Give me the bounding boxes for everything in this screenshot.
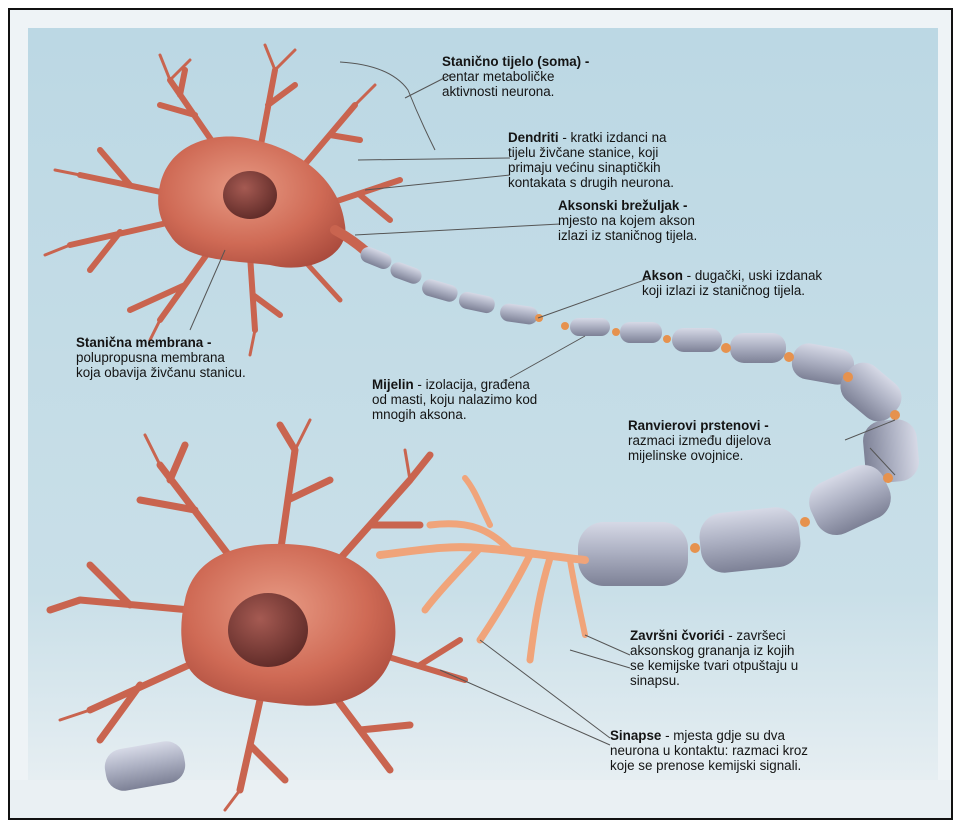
label-brezuljak-line: mjesto na kojem akson [558, 213, 697, 228]
label-dendriti-title: Dendriti [508, 130, 559, 145]
label-brezuljak-title: Aksonski brežuljak [558, 198, 679, 213]
label-brezuljak-sep: - [679, 198, 687, 213]
label-ranvier-line: mijelinske ovojnice. [628, 448, 771, 463]
label-cvorici: Završni čvorići - završeci aksonskog gra… [630, 628, 798, 688]
label-brezuljak-line: izlazi iz staničnog tijela. [558, 228, 697, 243]
label-ranvier: Ranvierovi prstenovi - razmaci između di… [628, 418, 771, 463]
label-soma: Stanično tijelo (soma) - centar metaboli… [442, 54, 589, 99]
label-cvorici-sep: - završeci [725, 628, 786, 643]
label-soma-title: Stanično tijelo (soma) [442, 54, 581, 69]
label-mijelin-sep: - izolacija, građena [414, 377, 530, 392]
label-sinapse: Sinapse - mjesta gdje su dva neurona u k… [610, 728, 808, 773]
label-akson: Akson - dugački, uski izdanak koji izlaz… [642, 268, 822, 298]
label-akson-line: koji izlazi iz staničnog tijela. [642, 283, 822, 298]
label-dendriti-line: tijelu živčane stanice, koji [508, 145, 674, 160]
label-ranvier-line: razmaci između dijelova [628, 433, 771, 448]
label-membrana: Stanična membrana - polupropusna membran… [76, 335, 246, 380]
label-mijelin-line: od masti, koju nalazimo kod [372, 392, 537, 407]
label-akson-title: Akson [642, 268, 683, 283]
label-dendriti: Dendriti - kratki izdanci na tijelu živč… [508, 130, 674, 190]
lower-nucleus [228, 593, 308, 667]
label-ranvier-sep: - [760, 418, 768, 433]
label-dendriti-line: primaju većinu sinaptičkih [508, 160, 674, 175]
label-cvorici-line: se kemijske tvari otpuštaju u [630, 658, 798, 673]
label-membrana-line: koja obavija živčanu stanicu. [76, 365, 246, 380]
label-soma-sep: - [581, 54, 589, 69]
label-dendriti-sep: - kratki izdanci na [559, 130, 667, 145]
upper-nucleus [223, 171, 277, 219]
label-ranvier-title: Ranvierovi prstenovi [628, 418, 760, 433]
label-membrana-sep: - [203, 335, 211, 350]
label-brezuljak: Aksonski brežuljak - mjesto na kojem aks… [558, 198, 697, 243]
label-cvorici-line: aksonskog grananja iz kojih [630, 643, 798, 658]
label-dendriti-line: kontakata s drugih neurona. [508, 175, 674, 190]
label-sinapse-line: neurona u kontaktu: razmaci kroz [610, 743, 808, 758]
label-sinapse-line: koje se prenose kemijski signali. [610, 758, 808, 773]
label-sinapse-sep: - mjesta gdje su dva [661, 728, 785, 743]
label-soma-line: aktivnosti neurona. [442, 84, 589, 99]
label-akson-sep: - dugački, uski izdanak [683, 268, 822, 283]
label-mijelin-line: mnogih aksona. [372, 407, 537, 422]
label-membrana-line: polupropusna membrana [76, 350, 246, 365]
label-membrana-title: Stanična membrana [76, 335, 203, 350]
label-mijelin: Mijelin - izolacija, građena od masti, k… [372, 377, 537, 422]
label-sinapse-title: Sinapse [610, 728, 661, 743]
label-cvorici-line: sinapsu. [630, 673, 798, 688]
label-soma-line: centar metaboličke [442, 69, 589, 84]
diagram-frame: Stanično tijelo (soma) - centar metaboli… [8, 8, 953, 820]
label-cvorici-title: Završni čvorići [630, 628, 725, 643]
label-mijelin-title: Mijelin [372, 377, 414, 392]
